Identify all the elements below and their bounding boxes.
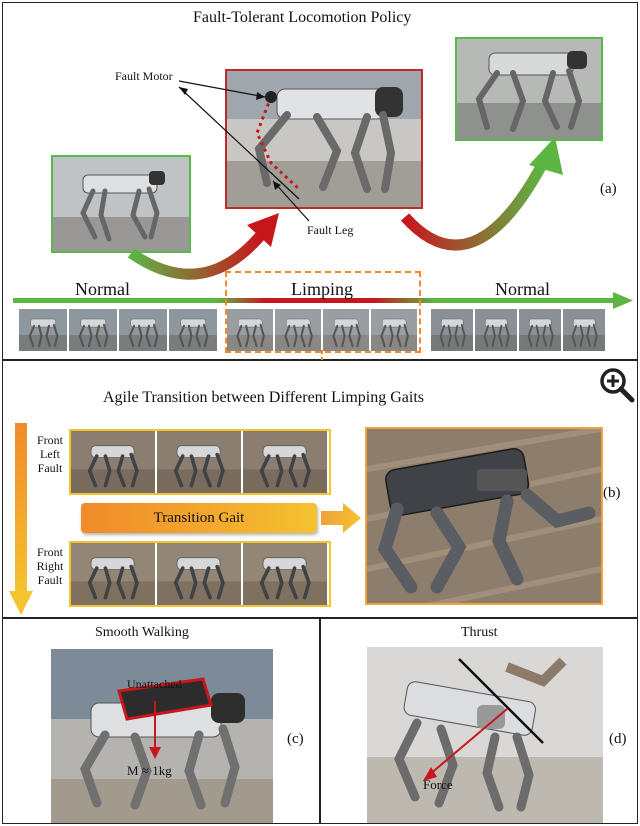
robot-photo-payload (51, 649, 273, 823)
panel-a-title: Fault-Tolerant Locomotion Policy (193, 9, 412, 26)
front-left-word-1: Front (36, 433, 63, 447)
front-left-fault-label: Front Left Fault (33, 433, 67, 475)
panel-b-title: Agile Transition between Different Limpi… (103, 389, 424, 406)
timeline-arrow (13, 292, 633, 309)
gravity-arrow (149, 701, 161, 759)
filmstrip-normal-1 (19, 309, 219, 351)
front-left-word-3: Fault (37, 461, 63, 475)
filmstrip-frame (243, 543, 329, 605)
filmstrip-frame (119, 309, 169, 351)
filmstrip-frame (323, 309, 371, 351)
fault-motor-label: Fault Motor (115, 69, 173, 83)
panel-d-title: Thrust (461, 625, 498, 640)
filmstrip-frame (563, 309, 607, 351)
filmstrip-frame (227, 309, 275, 351)
filmstrip-frame (371, 309, 419, 351)
timeline-label-limping: Limping (291, 279, 353, 299)
filmstrip-frame (243, 431, 329, 493)
front-right-word-1: Front (36, 545, 63, 559)
transition-gait-bar: Transition Gait (81, 503, 317, 533)
panel-b: Agile Transition between Different Limpi… (2, 360, 638, 618)
panel-a-tag: (a) (600, 181, 617, 197)
filmstrip-normal-2 (431, 309, 607, 351)
filmstrip-frame (71, 543, 157, 605)
filmstrip-front-left-fault (69, 429, 331, 495)
filmstrip-frame (519, 309, 563, 351)
robot-photo-normal-right (455, 37, 603, 141)
robot-photo-thrust (367, 647, 603, 823)
robot-photo-normal-left (51, 155, 191, 253)
transition-gait-label: Transition Gait (153, 510, 245, 526)
panel-c-tag: (c) (287, 731, 304, 747)
front-right-word-3: Fault (37, 573, 63, 587)
zoom-in-icon[interactable] (599, 367, 635, 403)
transition-arrows (127, 80, 563, 280)
filmstrip-limping (227, 309, 419, 351)
panel-a: Fault-Tolerant Locomotion Policy (a) Nor… (2, 2, 638, 360)
panel-b-tag: (b) (603, 485, 621, 501)
filmstrip-front-right-fault (69, 541, 331, 607)
panel-d-tag: (d) (609, 731, 627, 747)
robot-photo-transition (365, 427, 603, 605)
filmstrip-frame (69, 309, 119, 351)
filmstrip-frame (431, 309, 475, 351)
filmstrip-frame (475, 309, 519, 351)
panel-c-title: Smooth Walking (95, 625, 189, 640)
filmstrip-frame (71, 431, 157, 493)
filmstrip-frame (19, 309, 69, 351)
panel-c: Smooth Walking (c) Unattached M ≈ 1kg (2, 618, 320, 824)
timeline-label-normal-1: Normal (75, 279, 130, 299)
filmstrip-frame (157, 543, 243, 605)
front-right-fault-label: Front Right Fault (33, 545, 67, 587)
filmstrip-frame (157, 431, 243, 493)
front-left-word-2: Left (40, 447, 60, 461)
timeline-label-normal-2: Normal (495, 279, 550, 299)
transition-right-arrow (321, 503, 361, 533)
payload-label: Unattached (127, 677, 182, 691)
force-label: Force (423, 777, 453, 792)
mass-label: M ≈ 1kg (127, 763, 172, 778)
panel-d: Thrust (d) Force (320, 618, 638, 824)
vertical-gradient-arrow (9, 423, 33, 615)
filmstrip-frame (275, 309, 323, 351)
fault-leg-label: Fault Leg (307, 223, 354, 237)
filmstrip-frame (169, 309, 219, 351)
front-right-word-2: Right (36, 559, 64, 573)
